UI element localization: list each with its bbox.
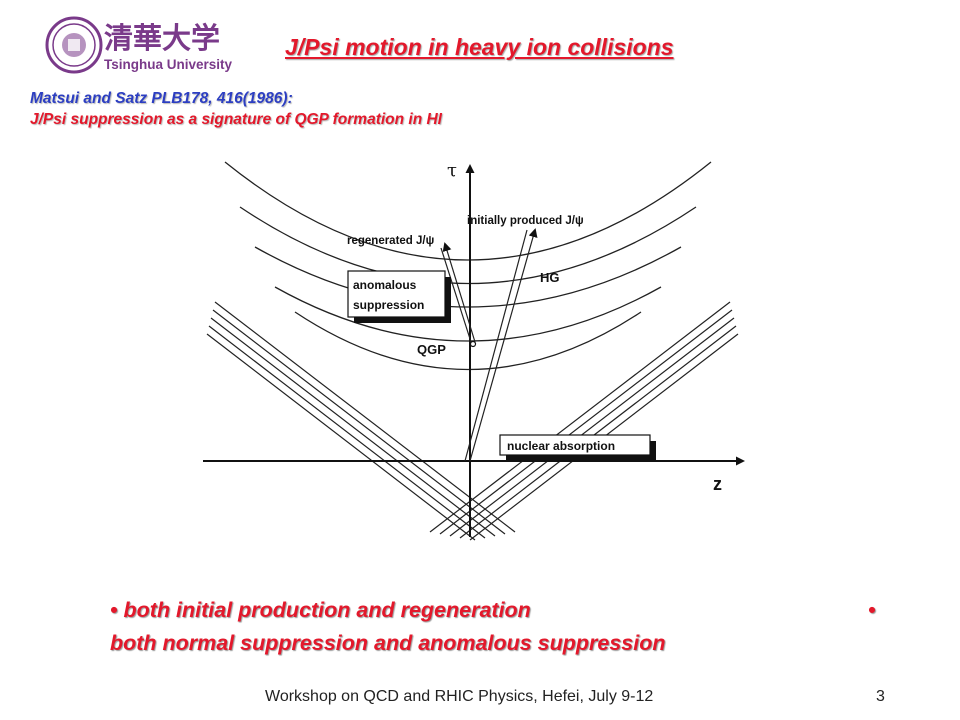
regeneration-point xyxy=(469,340,477,348)
bullet-dot-2: • xyxy=(868,598,876,622)
label-regenerated: regenerated J/ψ xyxy=(347,235,434,247)
bullet-dot-1: • xyxy=(110,598,118,622)
nuclear-absorption-label: nuclear absorption xyxy=(507,439,615,453)
label-hg: HG xyxy=(540,270,560,285)
light-cone-lines xyxy=(206,301,739,541)
reference-citation: Matsui and Satz PLB178, 416(1986): xyxy=(30,90,293,107)
anomalous-suppression-box: anomalous suppression xyxy=(347,270,451,323)
reference-description: J/Psi suppression as a signature of QGP … xyxy=(30,111,442,128)
anomalous-line1: anomalous xyxy=(353,278,417,292)
page-number: 3 xyxy=(876,688,885,705)
bullet-text-2: both normal suppression and anomalous su… xyxy=(110,631,666,655)
spacetime-diagram: τ z initially produced J/ψ regenerated J… xyxy=(195,152,755,542)
footer-text: Workshop on QCD and RHIC Physics, Hefei,… xyxy=(265,688,654,705)
jpsi-trajectories xyxy=(440,228,538,462)
spacetime-svg: τ z initially produced J/ψ regenerated J… xyxy=(203,160,745,541)
logo-graphic: 清華大学 Tsinghua University xyxy=(45,16,233,74)
bullet-item-2: both normal suppression and anomalous su… xyxy=(110,627,910,660)
logo-english-text: Tsinghua University xyxy=(104,57,233,72)
nuclear-absorption-box: nuclear absorption xyxy=(499,434,656,461)
anomalous-line2: suppression xyxy=(353,298,424,312)
logo-chinese-text: 清華大学 xyxy=(104,21,220,55)
slide-title: J/Psi motion in heavy ion collisions xyxy=(285,34,674,60)
tsinghua-logo: 清華大学 Tsinghua University xyxy=(44,14,234,76)
label-initially-produced: initially produced J/ψ xyxy=(467,215,584,227)
bullet-text-1: both initial production and regeneration xyxy=(123,598,531,622)
tau-axis-label: τ xyxy=(447,160,457,181)
hyperbola-curves xyxy=(224,161,712,371)
z-axis-label: z xyxy=(713,474,722,494)
bullet-item-1: • both initial production and regenerati… xyxy=(110,594,910,627)
label-qgp: QGP xyxy=(417,342,446,357)
bullet-list: • both initial production and regenerati… xyxy=(110,594,910,660)
